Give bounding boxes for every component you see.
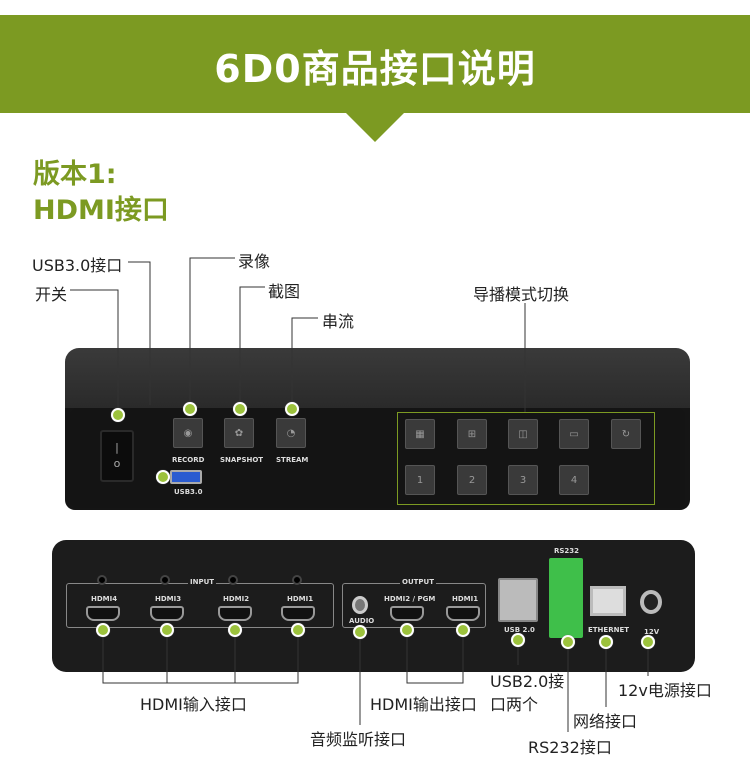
mode-side-button[interactable]: ◫ [508,419,538,449]
hdmi-in-2-port[interactable] [218,606,252,621]
pgm-text: HDMI2 / PGM [384,595,436,603]
cam-2-button[interactable]: 2 [457,465,487,495]
mode-pip-quad-button[interactable]: ▦ [405,419,435,449]
hdmi3-text: HDMI3 [155,595,182,603]
out1-text: HDMI1 [452,595,479,603]
network-label: 网络接口 [573,712,638,731]
hdmi-out-1-port[interactable] [446,606,480,621]
mode-label: 导播模式切换 [473,285,570,304]
hdmi4-text: HDMI4 [91,595,118,603]
usb3-text: USB3.0 [174,488,203,496]
cam-1-button[interactable]: 1 [405,465,435,495]
power-label: 开关 [35,285,68,304]
wifi-icon: ◔ [286,427,296,439]
hdmi-in-4-port[interactable] [86,606,120,621]
hdmi1-text: HDMI1 [287,595,314,603]
usb2-ports[interactable] [498,578,538,622]
banner-arrow [345,112,405,142]
ir-jack [228,575,238,585]
ir-jack [160,575,170,585]
record-icon: ◉ [183,427,193,439]
callout-dot [183,402,197,416]
audio-text: AUDIO [349,617,375,625]
rs232-label: RS232接口 [528,738,612,757]
pip-icon: ▭ [569,428,579,440]
callout-dot [599,635,613,649]
usb3-label: USB3.0接口 [32,256,123,275]
version-label: 版本1: [33,159,117,190]
input-text: INPUT [188,578,217,586]
callout-dot [353,625,367,639]
callout-dot [511,633,525,647]
cam-4-button[interactable]: 4 [559,465,589,495]
aperture-icon: ✿ [234,427,244,439]
output-text: OUTPUT [400,578,436,586]
callout-dot [561,635,575,649]
callout-dot [228,623,242,637]
record-text: RECORD [172,456,205,464]
snapshot-label: 截图 [268,282,301,301]
record-button[interactable]: ◉ [173,418,203,448]
header-banner [0,15,750,113]
mode-quad-button[interactable]: ⊞ [457,419,487,449]
grid-icon: ⊞ [467,428,477,440]
dc-power-jack[interactable] [640,590,662,614]
snapshot-button[interactable]: ✿ [224,418,254,448]
ir-jack [292,575,302,585]
usb2-text: USB 2.0 [504,626,535,634]
stream-button[interactable]: ◔ [276,418,306,448]
cam-3-button[interactable]: 3 [508,465,538,495]
snapshot-text: SNAPSHOT [220,456,264,464]
usb3-port[interactable] [170,470,202,484]
callout-dot [456,623,470,637]
side-layout-icon: ◫ [518,428,528,440]
stream-label: 串流 [322,312,355,331]
ir-jack [97,575,107,585]
hdmi-in-3-port[interactable] [150,606,184,621]
usb2-label-line1: USB2.0接 [490,672,565,691]
callout-dot [400,623,414,637]
audio-jack[interactable] [352,596,368,614]
layout-icon: ▦ [415,428,425,440]
audio-label: 音频监听接口 [310,730,407,749]
callout-dot [233,402,247,416]
usb2-label-line2: 口两个 [490,695,539,714]
rs232-text: RS232 [554,547,580,555]
hdmi2-text: HDMI2 [223,595,250,603]
hdmi-in-label: HDMI输入接口 [140,695,247,714]
rotate-icon: ↻ [621,428,631,440]
callout-dot [641,635,655,649]
hdmi-out-pgm-port[interactable] [390,606,424,621]
page-title: 6D0商品接口说明 [214,47,536,91]
callout-dot [96,623,110,637]
ethernet-port[interactable] [590,586,626,616]
section-title: HDMI接口 [33,195,169,226]
12v-text: 12V [644,628,660,636]
power-switch[interactable]: |o [100,430,134,482]
record-label: 录像 [238,252,271,271]
ethernet-text: ETHERNET [588,626,630,634]
hdmi-out-label: HDMI输出接口 [370,695,477,714]
callout-dot [111,408,125,422]
mode-switch-button[interactable]: ↻ [611,419,641,449]
mode-pip-button[interactable]: ▭ [559,419,589,449]
power12v-label: 12v电源接口 [618,681,712,700]
callout-dot [291,623,305,637]
stream-text: STREAM [276,456,309,464]
callout-dot [156,470,170,484]
mode-panel [397,412,655,505]
callout-dot [160,623,174,637]
hdmi-in-1-port[interactable] [281,606,315,621]
callout-dot [285,402,299,416]
rs232-terminal[interactable] [549,558,583,638]
